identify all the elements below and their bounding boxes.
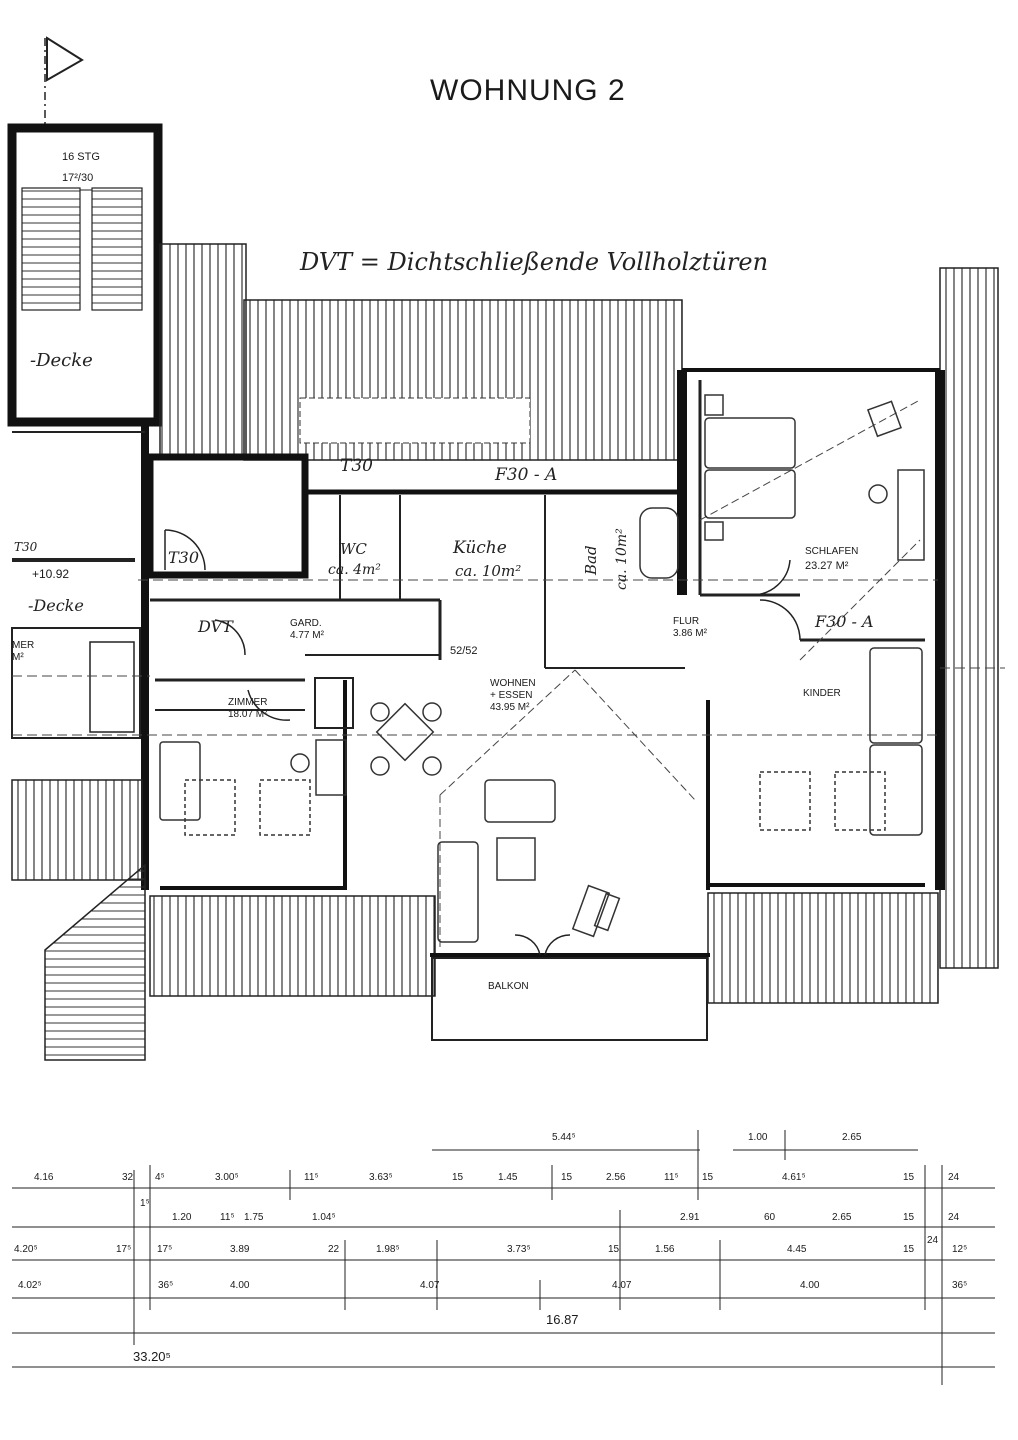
dim-r1-3: 4⁵	[155, 1172, 165, 1183]
apartment-walls	[12, 368, 1005, 1041]
dim-r3-9: 1.56	[655, 1244, 675, 1255]
dim-subtotal: 16.87	[546, 1312, 579, 1327]
dim-r3-5: 22	[328, 1244, 340, 1255]
f30-top-label: F30 - A	[495, 465, 558, 485]
dim-r3-2: 17⁵	[116, 1244, 132, 1255]
room-wohnen-name: WOHNEN	[490, 678, 536, 689]
dvt-door-label: DVT	[198, 617, 233, 636]
dim-r3-11: 15	[903, 1244, 915, 1255]
handwritten-note: DVT = Dichtschließende Vollholztüren	[300, 248, 769, 276]
dim-r2-1: 1⁵	[140, 1198, 150, 1209]
ceiling-label-upper: -Decke	[30, 350, 93, 371]
dim-r1-8: 1.45	[498, 1172, 518, 1183]
dim-r2-7: 60	[764, 1212, 776, 1223]
dim-r2-3: 11⁵	[220, 1212, 235, 1223]
plan-title: WOHNUNG 2	[430, 74, 626, 107]
dim-r3-10: 4.45	[787, 1244, 807, 1255]
room-flur-name: FLUR	[673, 616, 700, 627]
room-wc-area: ca. 4m²	[328, 562, 381, 578]
north-arrow	[44, 36, 84, 125]
dimension-lines	[12, 1130, 995, 1385]
dim-total: 33.20⁵	[133, 1349, 171, 1364]
furniture	[159, 394, 925, 943]
room-bad-name: Bad	[582, 545, 600, 575]
room-fragment-area: M²	[12, 652, 24, 663]
dim-r3-4: 3.89	[230, 1244, 250, 1255]
room-fragment-label: MER	[12, 640, 35, 651]
dim-r4-4: 4.07	[420, 1280, 440, 1291]
level-label: +10.92	[32, 567, 70, 581]
stair-count-label: 16 STG	[62, 151, 100, 163]
room-kinder-name: KINDER	[803, 688, 841, 699]
dim-r1-4: 3.00⁵	[215, 1172, 239, 1183]
room-wohnen-area: 43.95 M²	[490, 702, 530, 713]
dim-r1-10: 2.56	[606, 1172, 626, 1183]
dim-r1-7: 15	[452, 1172, 464, 1183]
dim-r3-8: 15	[608, 1244, 620, 1255]
room-bad-area: ca. 10m²	[614, 528, 630, 590]
dim-r4-3: 4.00	[230, 1280, 250, 1291]
dim-r4-2: 36⁵	[158, 1280, 174, 1291]
room-balkon-name: BALKON	[488, 981, 529, 992]
dim-r1-15: 24	[948, 1172, 960, 1183]
dim-r1-13: 4.61⁵	[782, 1172, 806, 1183]
dim-r2-8: 2.65	[832, 1212, 852, 1223]
dim-r2-9: 15	[903, 1212, 915, 1223]
dim-r1-1: 4.16	[34, 1172, 54, 1183]
room-flur-area: 3.86 M²	[673, 628, 707, 639]
dim-r3-3: 17⁵	[157, 1244, 173, 1255]
dim-r3-12: 24	[927, 1235, 939, 1246]
dim-r3-13: 12⁵	[952, 1244, 968, 1255]
dim-r2-10: 24	[948, 1212, 960, 1223]
f30-right-label: F30 - A	[815, 612, 874, 631]
t30-left-label: T30	[14, 540, 38, 554]
room-schlafen-name: SCHLAFEN	[805, 546, 859, 557]
dim-r2-4: 1.75	[244, 1212, 264, 1223]
dim-r2-6: 2.91	[680, 1212, 700, 1223]
room-schlafen-area: 23.27 M²	[805, 560, 849, 572]
dim-r1-11: 11⁵	[664, 1172, 679, 1183]
dim-r4-7: 36⁵	[952, 1280, 968, 1291]
room-kueche-name: Küche	[453, 538, 507, 558]
dim-r1-2: 32	[122, 1172, 134, 1183]
room-gard-name: GARD.	[290, 618, 322, 629]
dim-r1-14: 15	[903, 1172, 915, 1183]
dim-r1-12: 15	[702, 1172, 714, 1183]
dim-top-3: 2.65	[842, 1132, 862, 1143]
dim-r3-7: 3.73⁵	[507, 1244, 531, 1255]
dim-r4-5: 4.07	[612, 1280, 632, 1291]
dim-r1-9: 15	[561, 1172, 573, 1183]
stair-ratio-label: 17²/30	[62, 172, 94, 184]
roof-hatching	[149, 243, 999, 1004]
room-kueche-area: ca. 10m²	[455, 562, 522, 580]
stairwell	[7, 123, 163, 427]
dim-top-2: 1.00	[748, 1132, 768, 1143]
dim-r3-6: 1.98⁵	[376, 1244, 400, 1255]
room-zimmer-name: ZIMMER	[228, 697, 268, 708]
doors	[164, 529, 801, 956]
left-building	[11, 420, 150, 1061]
dim-r1-5: 11⁵	[304, 1172, 319, 1183]
dim-r3-1: 4.20⁵	[14, 1244, 38, 1255]
ratio-label: 52/52	[450, 645, 478, 657]
t30-top-label: T30	[340, 456, 373, 476]
room-gard-area: 4.77 M²	[290, 630, 324, 641]
dim-r2-5: 1.04⁵	[312, 1212, 336, 1223]
dim-r4-6: 4.00	[800, 1280, 820, 1291]
room-zimmer-area: 18.07 M²	[228, 709, 268, 720]
dim-top-1: 5.44⁵	[552, 1132, 576, 1143]
room-wohnen-name2: + ESSEN	[490, 690, 533, 701]
dim-r1-6: 3.63⁵	[369, 1172, 393, 1183]
roof-diagonals	[439, 399, 921, 950]
t30-door-label: T30	[168, 548, 200, 567]
room-wc-name: WC	[340, 540, 367, 558]
ceiling-label-lower: -Decke	[28, 596, 84, 615]
dim-r4-1: 4.02⁵	[18, 1280, 42, 1291]
dim-r2-2: 1.20	[172, 1212, 192, 1223]
